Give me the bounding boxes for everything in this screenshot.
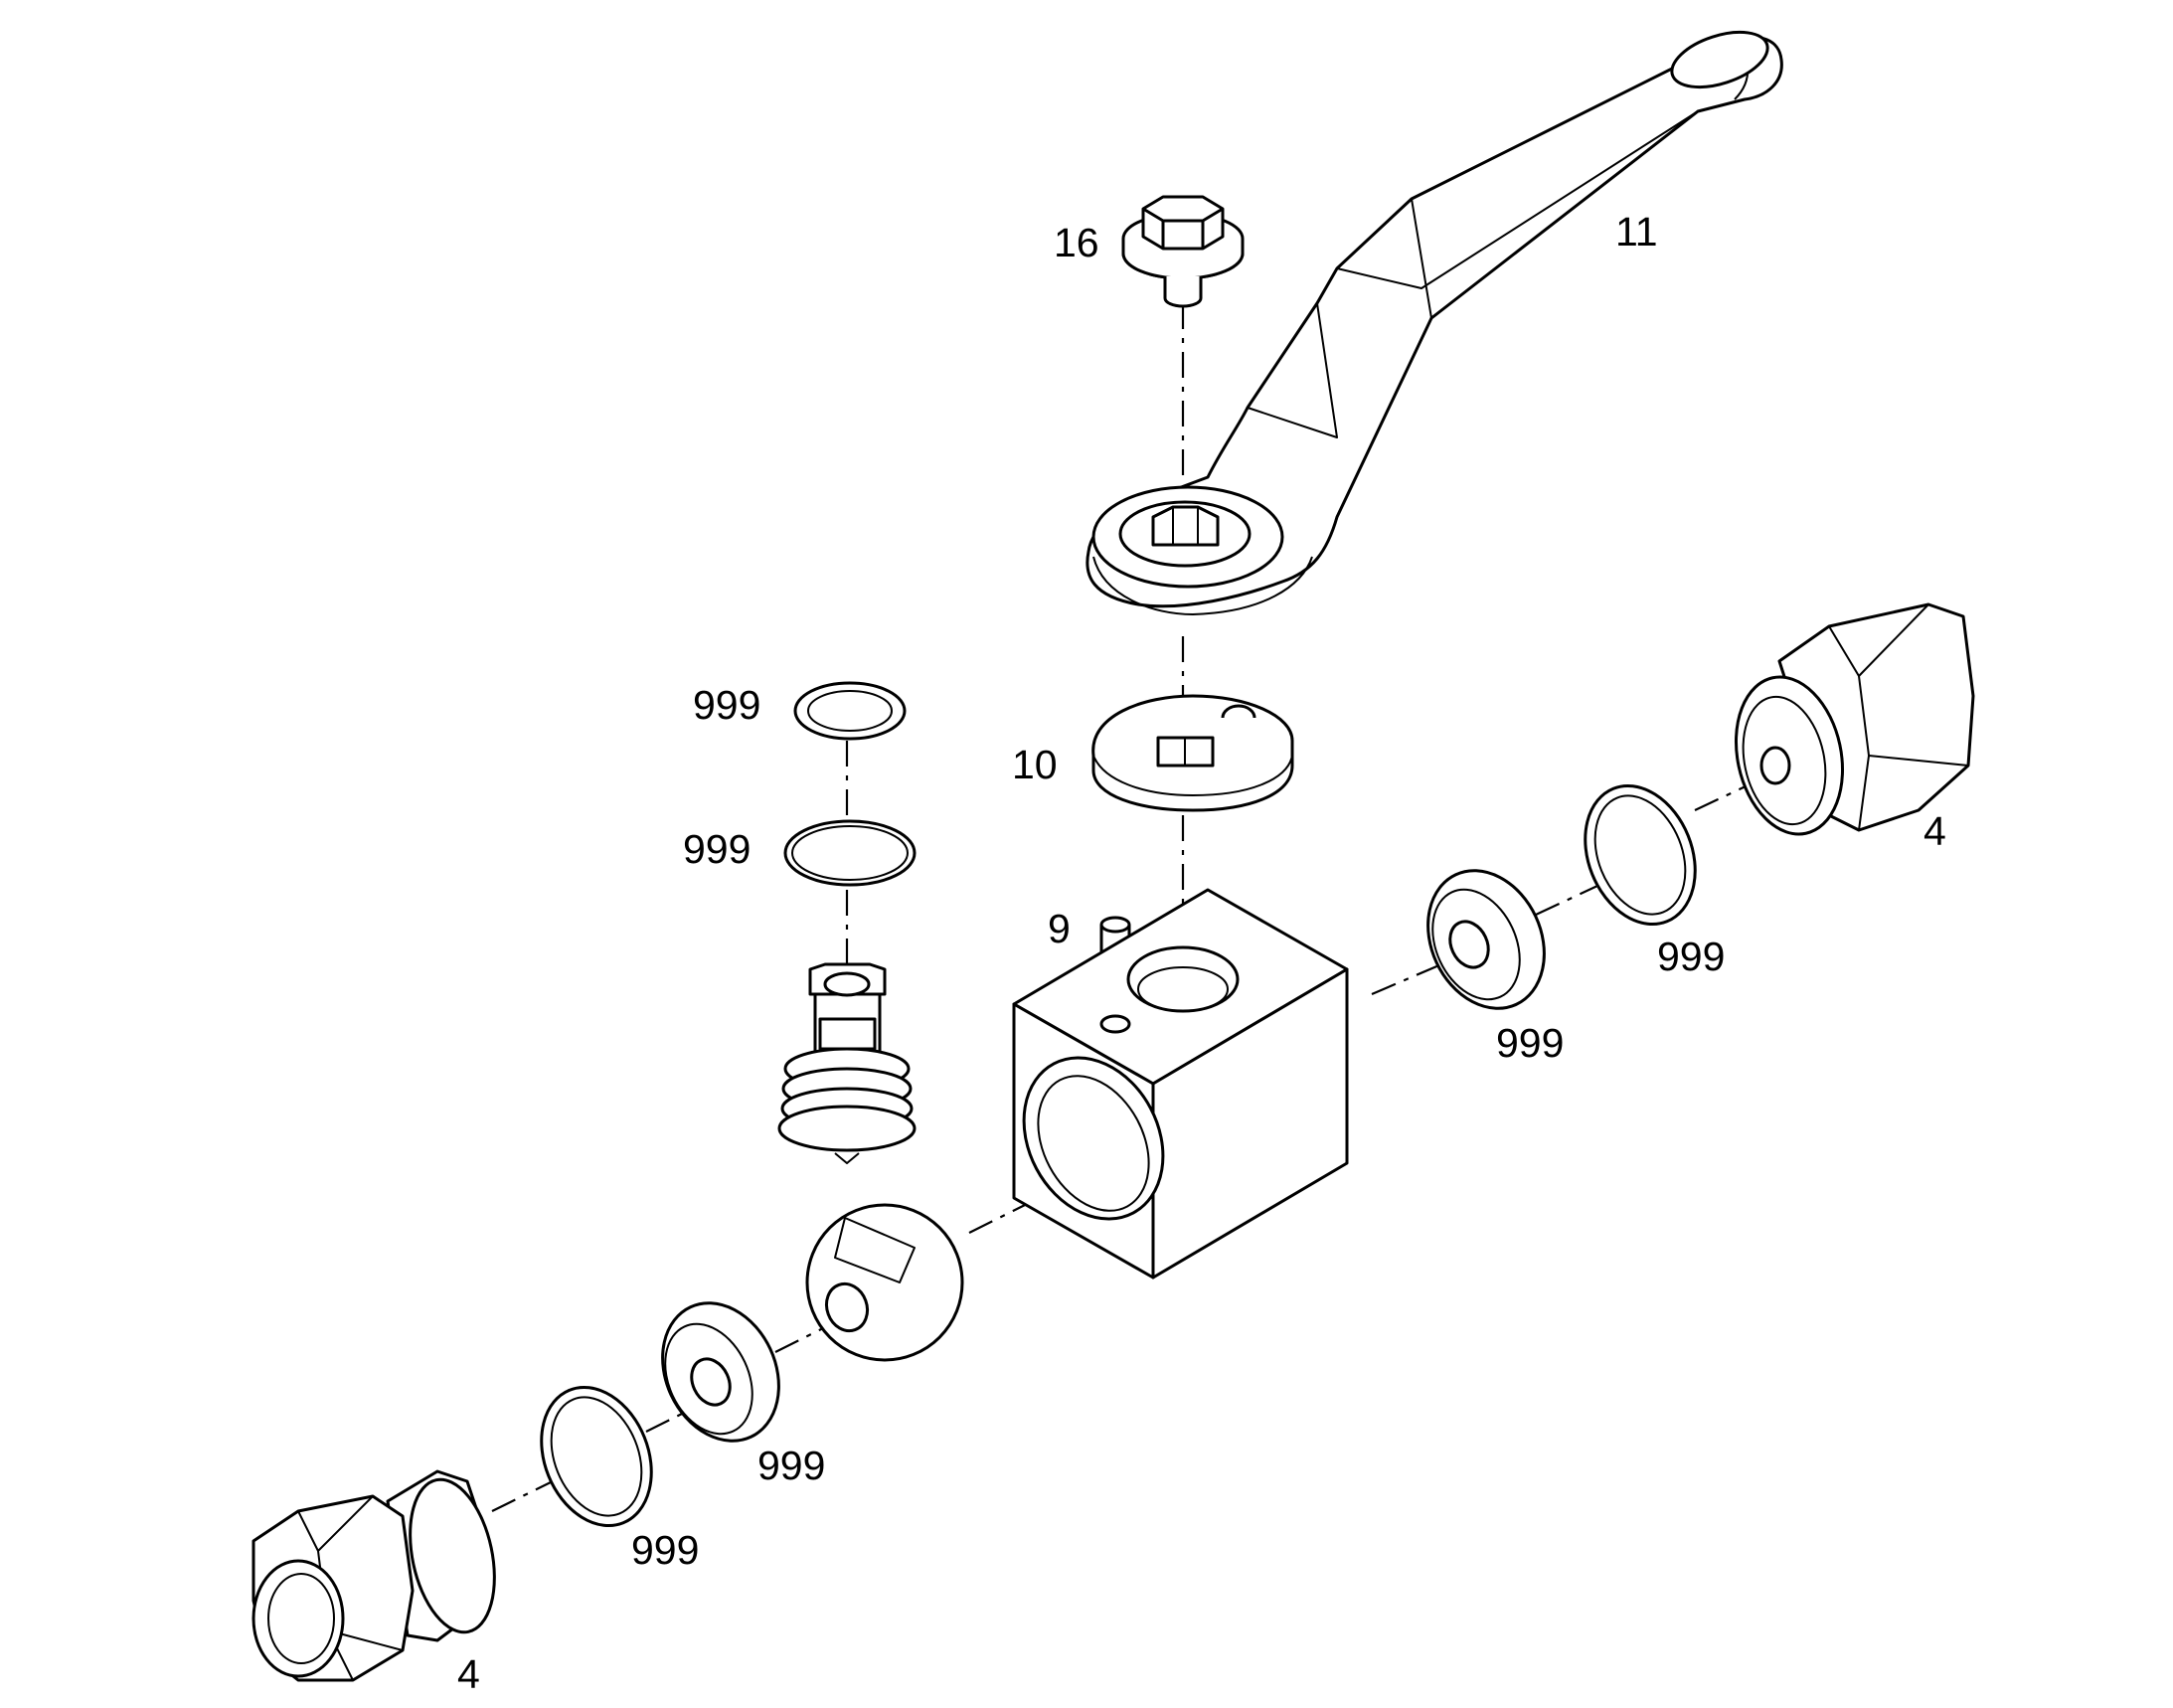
- lever-handle: [1086, 30, 1783, 615]
- label-ring-left: 999: [631, 1527, 699, 1573]
- label-seat-left: 999: [757, 1443, 825, 1488]
- label-handle: 11: [1615, 209, 1658, 255]
- seat-ring-left: [661, 1301, 780, 1443]
- stem-o-ring-top: [793, 681, 907, 741]
- o-ring-right: [1584, 783, 1697, 927]
- stop-plate: [1091, 694, 1294, 812]
- end-fitting-left: [251, 1469, 496, 1682]
- label-ring-second: 999: [683, 826, 751, 872]
- hex-flange-screw: [1121, 195, 1245, 308]
- seat-ring-right: [1426, 869, 1546, 1010]
- label-seat-right: 999: [1496, 1020, 1564, 1066]
- o-ring-left: [540, 1385, 653, 1528]
- label-screw: 16: [1054, 220, 1099, 265]
- label-stop-pin: 9: [1048, 906, 1071, 951]
- label-ring-right: 999: [1657, 934, 1725, 979]
- valve-stem: [777, 962, 917, 1164]
- label-ring-top: 999: [693, 682, 760, 728]
- valve-ball: [805, 1203, 964, 1362]
- valve-body: [1012, 888, 1349, 1280]
- item-labels: 16 11 10 9 999 999 999 999 999 999 4 4: [457, 209, 1946, 1697]
- end-fitting-right: [1734, 602, 1975, 836]
- stem-o-ring-second: [783, 819, 917, 887]
- label-fitting-left: 4: [457, 1651, 480, 1697]
- label-stop-plate: 10: [1012, 742, 1058, 787]
- label-fitting-right: 4: [1923, 808, 1946, 854]
